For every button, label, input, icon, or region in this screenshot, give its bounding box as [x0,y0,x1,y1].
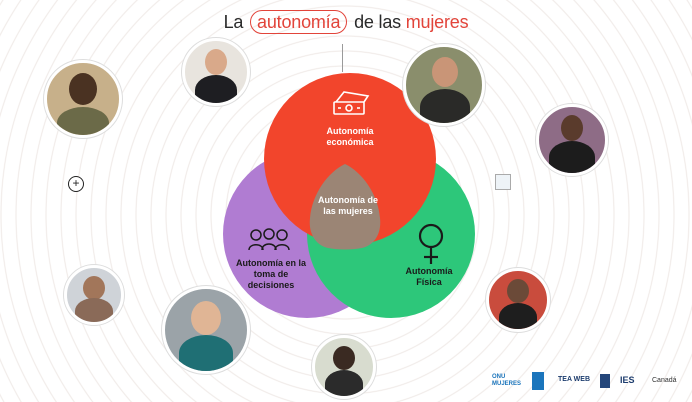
title-connector-line [342,44,343,72]
partner-logos: ONU MUJERES TEA WEB IES Canadá [492,370,688,396]
money-icon [333,91,370,115]
portrait-photo-2 [182,38,250,106]
portrait-photo-5 [64,265,124,325]
un-women-logo: ONU MUJERES [492,374,522,387]
broken-image-icon [495,174,511,190]
tea-web-logo: TEA WEB [558,376,591,383]
title-highlight: autonomía [250,10,348,34]
title-pre: La [223,12,244,32]
portrait-photo-7 [312,335,376,399]
page-title: La autonomía de las mujeres [0,10,692,34]
canada-logo: Canadá [652,377,677,384]
portrait-photo-3 [403,44,485,126]
center-autonomy-label: Autonomía de las mujeres [318,195,378,216]
physical-autonomy-label: Autonomía Física [405,266,453,287]
portrait-photo-6 [162,286,250,374]
decision-autonomy-label: Autonomía en la toma de decisiones [235,258,306,290]
portrait-photo-4 [536,104,608,176]
portrait-photo-1 [44,60,122,138]
women-group-icon [248,228,290,251]
plus-icon[interactable]: + [68,176,84,192]
portrait-photo-8 [486,268,550,332]
female-symbol-icon [418,223,444,264]
center-overlap-region[interactable] [300,160,390,260]
economic-autonomy-label: Autonomía económica [326,126,374,147]
emblem-logo [600,374,610,388]
ies-logo: IES [620,375,635,385]
title-mid: de las [354,12,401,32]
undp-logo [532,372,544,390]
title-accent: mujeres [405,12,469,32]
